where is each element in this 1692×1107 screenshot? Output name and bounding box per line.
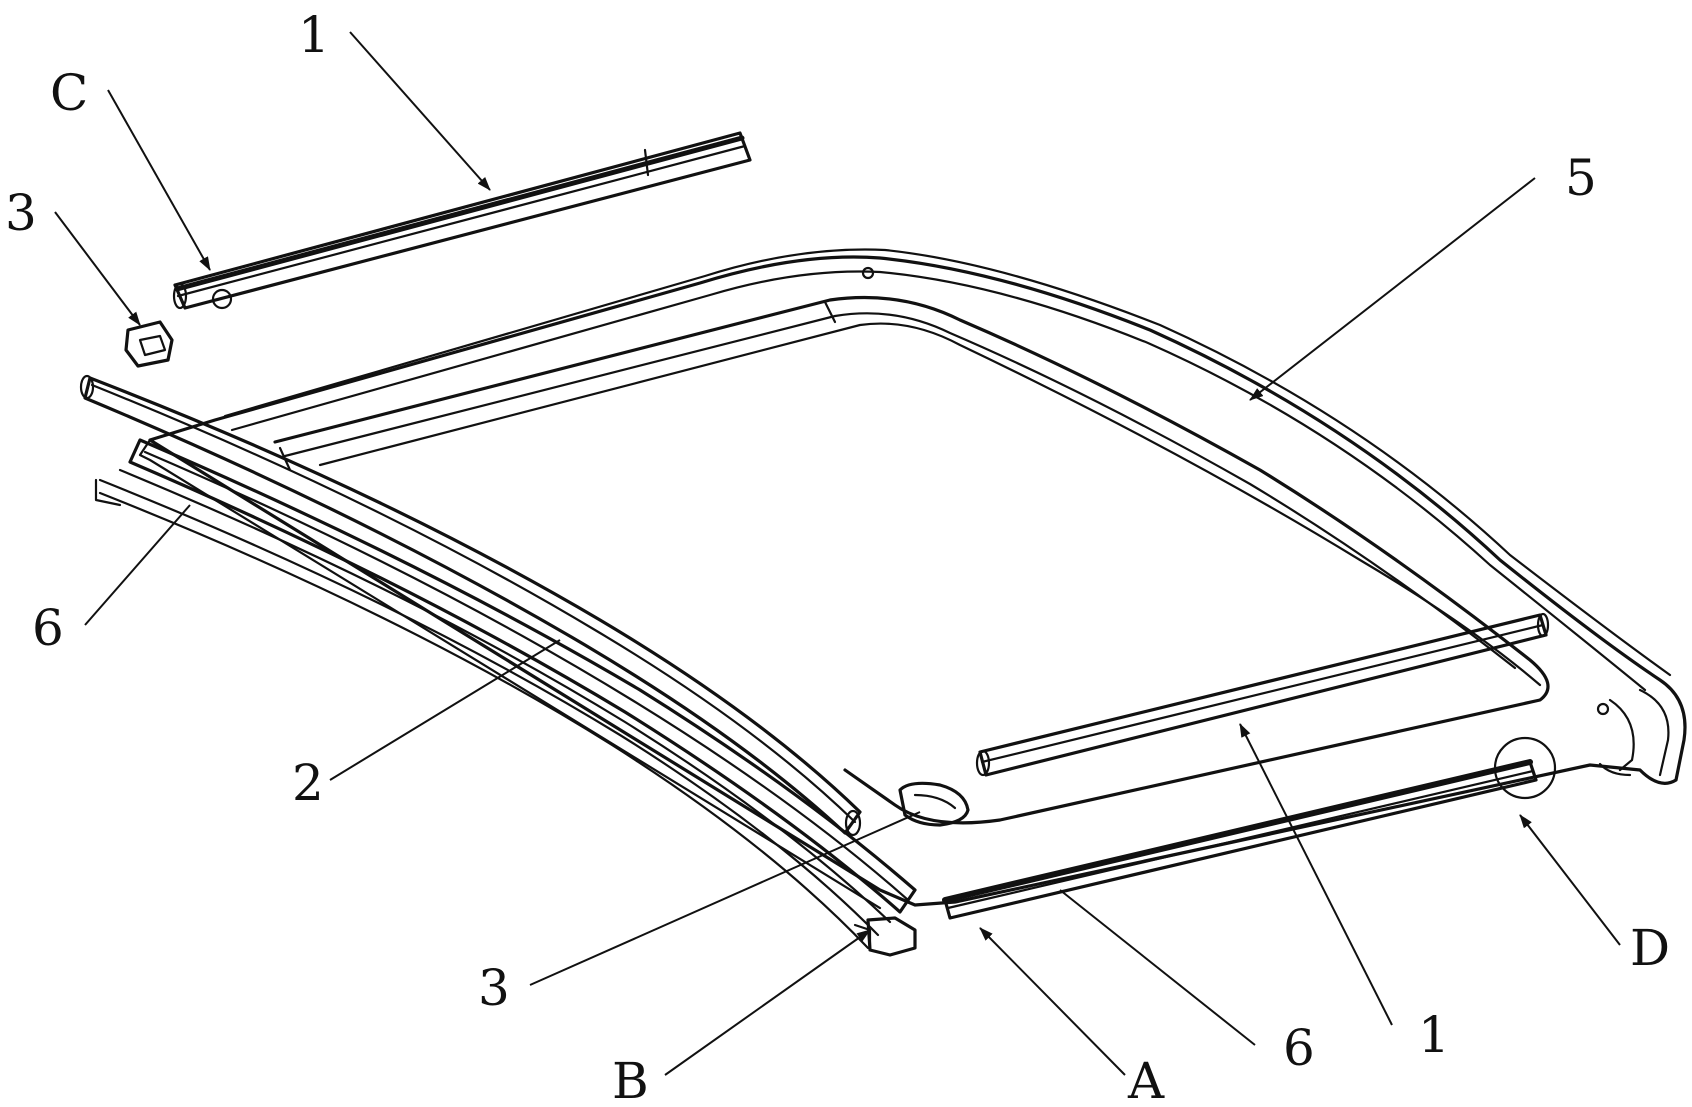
label-5: 5 [1565,149,1597,207]
side-guide-rails [94,438,917,957]
clip-3-installed [898,781,970,827]
label-3-bottom: 3 [478,959,510,1017]
front-seal-bar-2 [79,374,862,837]
clip-3-exploded [124,320,174,368]
rear-seal-strip [942,759,1538,920]
label-1-bottom: 1 [1418,1006,1450,1064]
label-d: D [1630,919,1670,977]
label-3-top: 3 [5,184,37,242]
label-6-bottom: 6 [1283,1019,1315,1077]
label-1-top: 1 [298,6,330,64]
leader-lines [54,31,1621,1076]
label-6-left: 6 [32,599,64,657]
sunroof-frame [138,248,1687,910]
label-c: C [50,64,88,122]
cross-bar-1 [975,612,1550,777]
label-a: A [1127,1052,1165,1107]
cross-bar-1-exploded [172,131,752,310]
label-b: B [612,1052,649,1107]
detail-circle-d [1493,736,1557,800]
label-2: 2 [292,754,324,812]
